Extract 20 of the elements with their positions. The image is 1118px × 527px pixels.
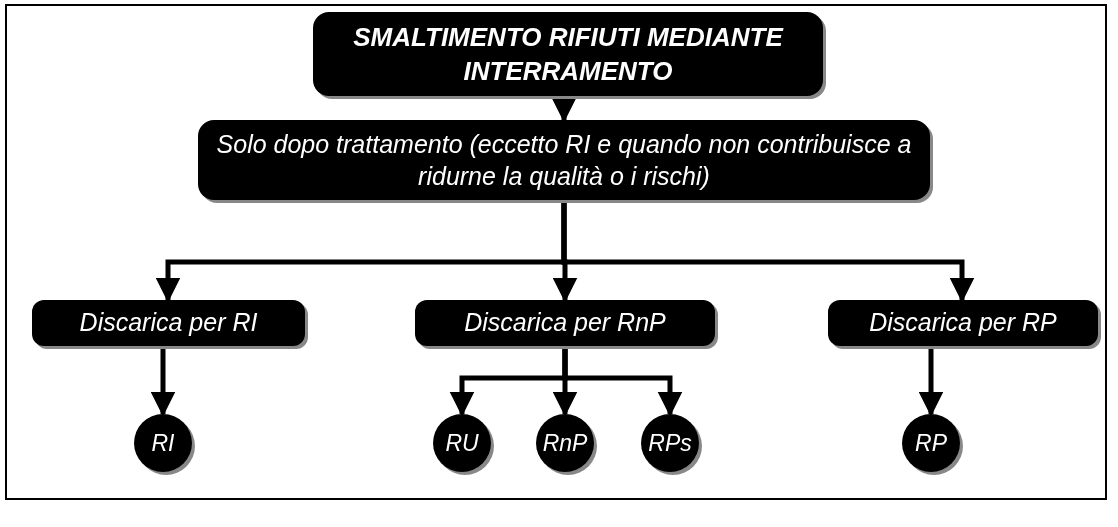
node-label: RP: [915, 428, 947, 458]
node-label: Solo dopo trattamento (eccetto RI e quando non contribuisce a ridurne la qualità o i rischi): [215, 129, 913, 192]
arrow: [551, 96, 577, 123]
arrow: [561, 200, 975, 303]
arrow: [562, 346, 683, 417]
node-label: RU: [445, 428, 479, 458]
node-label: SMALTIMENTO RIFIUTI MEDIANTE INTERRAMENTO: [352, 21, 785, 88]
arrow: [150, 346, 176, 417]
node-label: Discarica per RI: [79, 307, 258, 339]
node-label: Discarica per RnP: [464, 307, 666, 339]
title-box: [313, 12, 823, 96]
process-box: [198, 120, 930, 200]
node-label: RnP: [542, 428, 588, 458]
node-label: Discarica per RP: [869, 307, 1057, 339]
node-label: RI: [151, 428, 175, 458]
process-box: [828, 300, 1098, 346]
node-label: RPs: [648, 428, 692, 458]
process-box: [32, 300, 305, 346]
arrow: [918, 346, 944, 417]
process-box: [415, 300, 715, 346]
